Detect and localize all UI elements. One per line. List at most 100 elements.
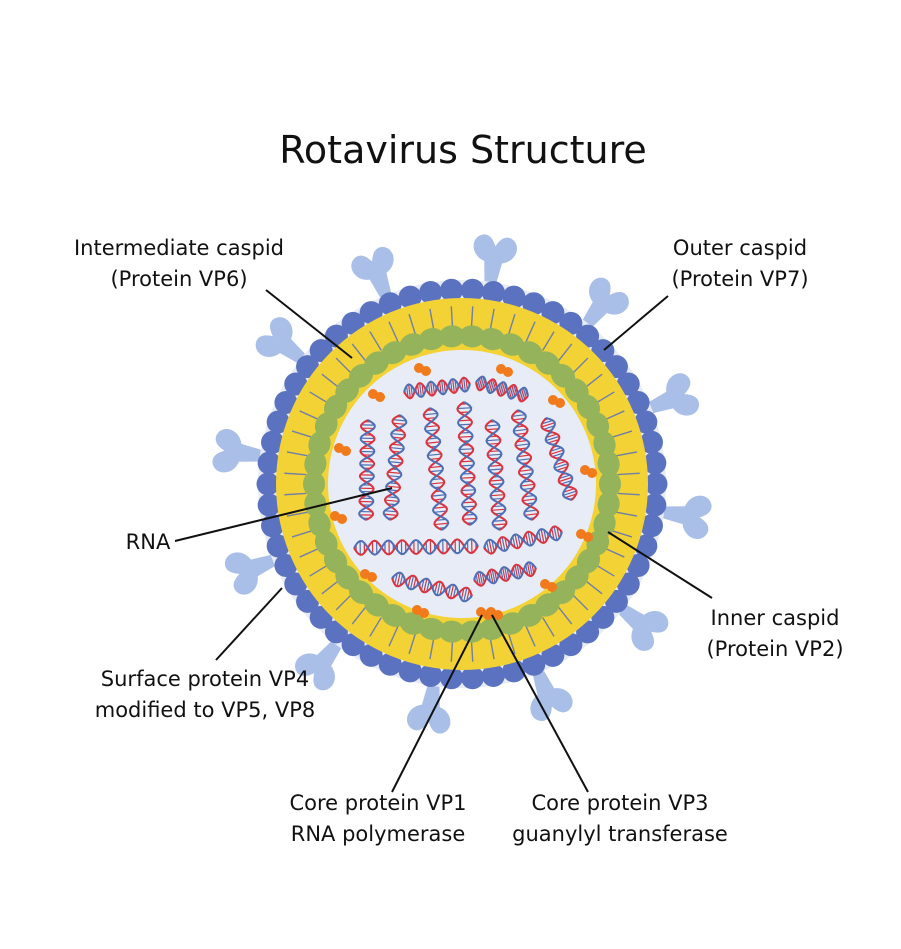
outer-caspid-bead (541, 301, 565, 325)
rna-strand-blue (353, 538, 479, 556)
inner-caspid-bead (597, 491, 620, 518)
caspid-stalk (610, 529, 633, 538)
caspid-stalk (369, 617, 382, 637)
rna-base-pair (560, 479, 572, 485)
spike-protein (648, 373, 700, 416)
rna-base-pair (408, 384, 411, 399)
rna-base-pair (384, 510, 397, 513)
rna-base-pair (463, 377, 466, 392)
rna-base-pair (541, 419, 553, 425)
label-surface-protein: Surface protein VP4 modified to VP5, VP8 (80, 664, 330, 726)
outer-caspid-bead (439, 666, 463, 690)
spike-protein (351, 246, 394, 298)
rna-helix (382, 414, 408, 521)
rna-base-pair (490, 483, 503, 486)
rna-base-pair (488, 379, 494, 393)
rna-base-pair (423, 578, 428, 593)
enzyme-dot (547, 582, 557, 592)
rna-base-pair (412, 577, 417, 589)
rna-base-pair (458, 419, 472, 422)
outer-caspid-bead (461, 666, 485, 690)
inner-caspid-beads (303, 325, 621, 643)
rna-base-pair (407, 576, 412, 588)
outer-caspid-bead (541, 643, 565, 667)
inner-caspid-bead (303, 471, 325, 497)
outer-caspid-bead (559, 311, 583, 335)
caspid-stalk (291, 529, 314, 538)
label-intermediate-caspid: Intermediate caspid (Protein VP6) (72, 233, 286, 295)
rna-base-pair (383, 513, 398, 516)
rna-base-pair (386, 496, 398, 499)
spike-protein (407, 685, 451, 734)
spike-protein (582, 277, 629, 327)
rna-base-pair (510, 385, 516, 399)
rna-base-pair (430, 381, 433, 396)
outer-caspid-bead (284, 572, 308, 596)
outer-caspid-bead (639, 430, 663, 454)
rna-helix (358, 419, 376, 521)
rna-base-pair (387, 489, 399, 492)
caspid-stalk (584, 579, 603, 595)
rna-base-pair (465, 378, 468, 391)
rna-strand-blue (485, 419, 507, 531)
rna-base-pair (562, 490, 577, 496)
rna-base-pair (523, 494, 535, 498)
caspid-stalk (299, 410, 321, 421)
enzyme-cluster (360, 569, 377, 582)
rna-helix (510, 409, 540, 521)
enzyme-dot (421, 366, 431, 376)
rna-base-pair (457, 407, 472, 410)
rna-base-pair (517, 458, 531, 461)
intermediate-caspid-stalks (284, 306, 640, 662)
rna-base-pair (563, 488, 575, 493)
rna-base-pair (524, 509, 537, 513)
enzyme-cluster (486, 607, 503, 620)
enzyme-dot (341, 446, 351, 456)
rna-base-pair (436, 581, 441, 596)
rna-base-pair (502, 567, 506, 581)
rna-base-pair (517, 454, 530, 458)
enzyme-dot (587, 468, 597, 478)
rna-base-pair (498, 382, 504, 396)
leader-intermediate (265, 289, 353, 359)
inner-caspid-bead (459, 620, 486, 643)
caspid-stalk (603, 410, 625, 421)
rna-base-pair (427, 453, 442, 457)
spike-shape (530, 670, 573, 722)
outer-caspid-bead (626, 553, 650, 577)
rna-base-pair (490, 379, 495, 394)
rna-strand-blue (512, 409, 538, 521)
caspid-stalk (388, 321, 399, 343)
rna-strand-blue (391, 571, 473, 603)
rna-helix (475, 375, 529, 403)
outer-caspid-bead (643, 493, 667, 517)
rna-base-pair (488, 539, 493, 554)
label-inner-caspid: Inner caspid (Protein VP2) (690, 603, 860, 665)
rna-base-pair (420, 579, 425, 591)
rna-strand-red (473, 563, 537, 587)
rna-base-pair (426, 441, 441, 444)
inner-caspid-bead (418, 617, 445, 640)
spike-protein (212, 429, 261, 473)
enzyme-cluster (330, 511, 347, 524)
caspid-stalk (507, 313, 516, 336)
spike-shape (582, 277, 629, 327)
rna-base-pair (501, 537, 506, 551)
caspid-stalk (557, 606, 573, 625)
rna-base-pair (487, 453, 502, 456)
rna-strand-blue (475, 375, 529, 400)
caspid-stalk (408, 313, 417, 336)
leader-rna (174, 487, 393, 542)
rna-base-pair (489, 450, 500, 453)
rna-base-pair (439, 381, 442, 394)
rna-helix (540, 417, 578, 501)
rna-strand-blue (456, 401, 478, 526)
caspid-stalk (450, 306, 454, 329)
caspid-stalk (584, 373, 603, 389)
rna-base-pair (434, 582, 438, 594)
leader-inner (607, 531, 713, 599)
rna-base-pair (486, 541, 490, 553)
leader-outer (603, 295, 669, 351)
outer-caspid-bead (502, 285, 526, 309)
enzyme-cluster (368, 389, 385, 402)
